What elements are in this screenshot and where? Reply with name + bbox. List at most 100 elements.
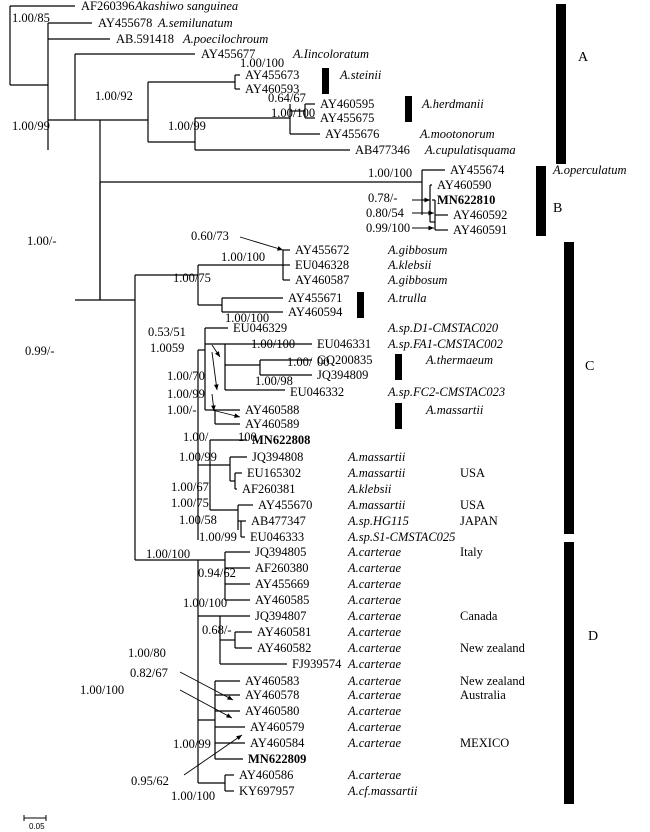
- tip-accession: AY460594: [288, 305, 343, 319]
- tip-accession: MN622808: [252, 433, 310, 447]
- species-marker-bar: [357, 292, 364, 318]
- support-arrows: [179, 197, 434, 776]
- tip-species-name: A.poecilochroum: [182, 32, 268, 46]
- arrow-head: [213, 384, 219, 390]
- clade-label: A: [578, 50, 589, 65]
- support-value: 1.00/99: [168, 119, 206, 133]
- tip-species-name: A.cupulatisquama: [424, 143, 516, 157]
- support-value: 0.99/100: [366, 221, 410, 235]
- tip-species-name: A.herdmanii: [421, 97, 484, 111]
- tip-accession: EU046331: [317, 337, 371, 351]
- species-marker-bar: [405, 96, 412, 122]
- tip-location: USA: [460, 466, 485, 480]
- tip-location: New zealand: [460, 641, 526, 655]
- support-value: 1.00/99: [199, 530, 237, 544]
- arrow-head: [214, 351, 220, 357]
- tip-species-name: A.carterae: [347, 720, 402, 734]
- tip-location: USA: [460, 498, 485, 512]
- tip-species-name: A.thermaeum: [425, 353, 493, 367]
- support-value: 1.00/85: [12, 11, 50, 25]
- tip-accession: AY455676: [325, 127, 379, 141]
- support-value: 0.80/54: [366, 206, 405, 220]
- tip-accession: AY460581: [257, 625, 311, 639]
- tip-accession: AY460580: [245, 704, 299, 718]
- tip-accession: EU046329: [233, 321, 287, 335]
- tip-accession: AY460587: [295, 273, 349, 287]
- tip-accession: AY460586: [239, 768, 293, 782]
- support-value: 1.00/: [287, 355, 313, 369]
- tip-species-name: A.carterae: [347, 674, 402, 688]
- support-value: 0.64/67: [268, 91, 306, 105]
- tip-species-name: A.carterae: [347, 545, 402, 559]
- tip-location: MEXICO: [460, 736, 509, 750]
- tip-species-name: A.trulla: [387, 291, 427, 305]
- support-arrow: [179, 671, 234, 701]
- tip-accession: JQ394805: [255, 545, 306, 559]
- support-value: 0.82/67: [130, 666, 168, 680]
- tip-species-name: A.carterae: [347, 704, 402, 718]
- tip-accession: AY460595: [320, 97, 374, 111]
- tip-accession: AY460583: [245, 674, 299, 688]
- tip-accession: AY460590: [437, 178, 491, 192]
- tip-accession: JQ394808: [252, 450, 303, 464]
- tip-location: Italy: [460, 545, 484, 559]
- tip-accession: AY460593: [245, 82, 299, 96]
- support-value: 0.95/62: [131, 774, 169, 788]
- arrow-head: [428, 210, 434, 216]
- support-value: 1.00/80: [128, 646, 166, 660]
- tip-accession: AY455672: [295, 243, 349, 257]
- tip-accession: AY455669: [255, 577, 309, 591]
- support-value: 1.00/100: [368, 166, 412, 180]
- support-value: 100: [238, 430, 257, 444]
- tip-species-name: A.carterae: [347, 561, 402, 575]
- tip-species-name: A.massartii: [347, 498, 406, 512]
- tip-accession: JQ394809: [317, 368, 368, 382]
- support-value: 1.00/100: [221, 250, 265, 264]
- tip-species-name: A.sp.HG115: [347, 514, 409, 528]
- tip-accession: AY455671: [288, 291, 342, 305]
- arrow-head: [236, 735, 242, 741]
- support-values: 1.00/851.00/991.00/921.00/1000.64/671.00…: [12, 11, 412, 803]
- tip-accession: MN622810: [437, 193, 495, 207]
- tip-species-name: A.Iincoloratum: [292, 47, 369, 61]
- support-value: 1.00/99: [167, 387, 205, 401]
- arrow-head: [211, 405, 216, 411]
- tip-accession: AY460579: [250, 720, 304, 734]
- tip-accession: AY455670: [258, 498, 312, 512]
- tip-accession: EU046332: [290, 385, 344, 399]
- species-marker-bar: [395, 354, 402, 380]
- clade-bar: [564, 242, 574, 534]
- support-value: 1.00/100: [271, 106, 315, 120]
- tip-accession: AB477347: [251, 514, 306, 528]
- tip-species-name: A.carterae: [347, 688, 402, 702]
- support-value: 1.00/70: [167, 369, 205, 383]
- clade-bar: [536, 166, 546, 236]
- tip-accession: MN622809: [248, 752, 306, 766]
- support-value: 0.53/51: [148, 325, 186, 339]
- tip-species-name: A.sp.D1-CMSTAC020: [387, 321, 499, 335]
- support-value: 1.00/100: [171, 789, 215, 803]
- tip-species-name: Akashiwo sanguinea: [134, 0, 238, 13]
- support-value: 0.78/-: [368, 191, 398, 205]
- clade-bars: [322, 4, 574, 804]
- support-value: 1.00/99: [12, 119, 50, 133]
- support-value: 1.00/98: [255, 374, 293, 388]
- clade-label: B: [553, 201, 562, 216]
- tip-species-name: A.carterae: [347, 641, 402, 655]
- support-value: 1.00/100: [240, 56, 284, 70]
- arrow-head: [227, 695, 233, 700]
- tip-species-name: A.semilunatum: [157, 16, 233, 30]
- tip-species-name: A.massartii: [347, 450, 406, 464]
- support-value: 0.60/73: [191, 229, 229, 243]
- species-marker-bar: [395, 403, 402, 429]
- tip-species-name: A.mootonorum: [419, 127, 495, 141]
- clade-bar: [564, 542, 574, 804]
- support-value: 1.00/58: [179, 513, 217, 527]
- support-value: 1.00/100: [251, 337, 295, 351]
- tip-species-name: A.carterae: [347, 593, 402, 607]
- tip-accession: AY455674: [450, 163, 505, 177]
- tip-species-name: A.klebsii: [347, 482, 392, 496]
- tip-accession: AY455673: [245, 68, 299, 82]
